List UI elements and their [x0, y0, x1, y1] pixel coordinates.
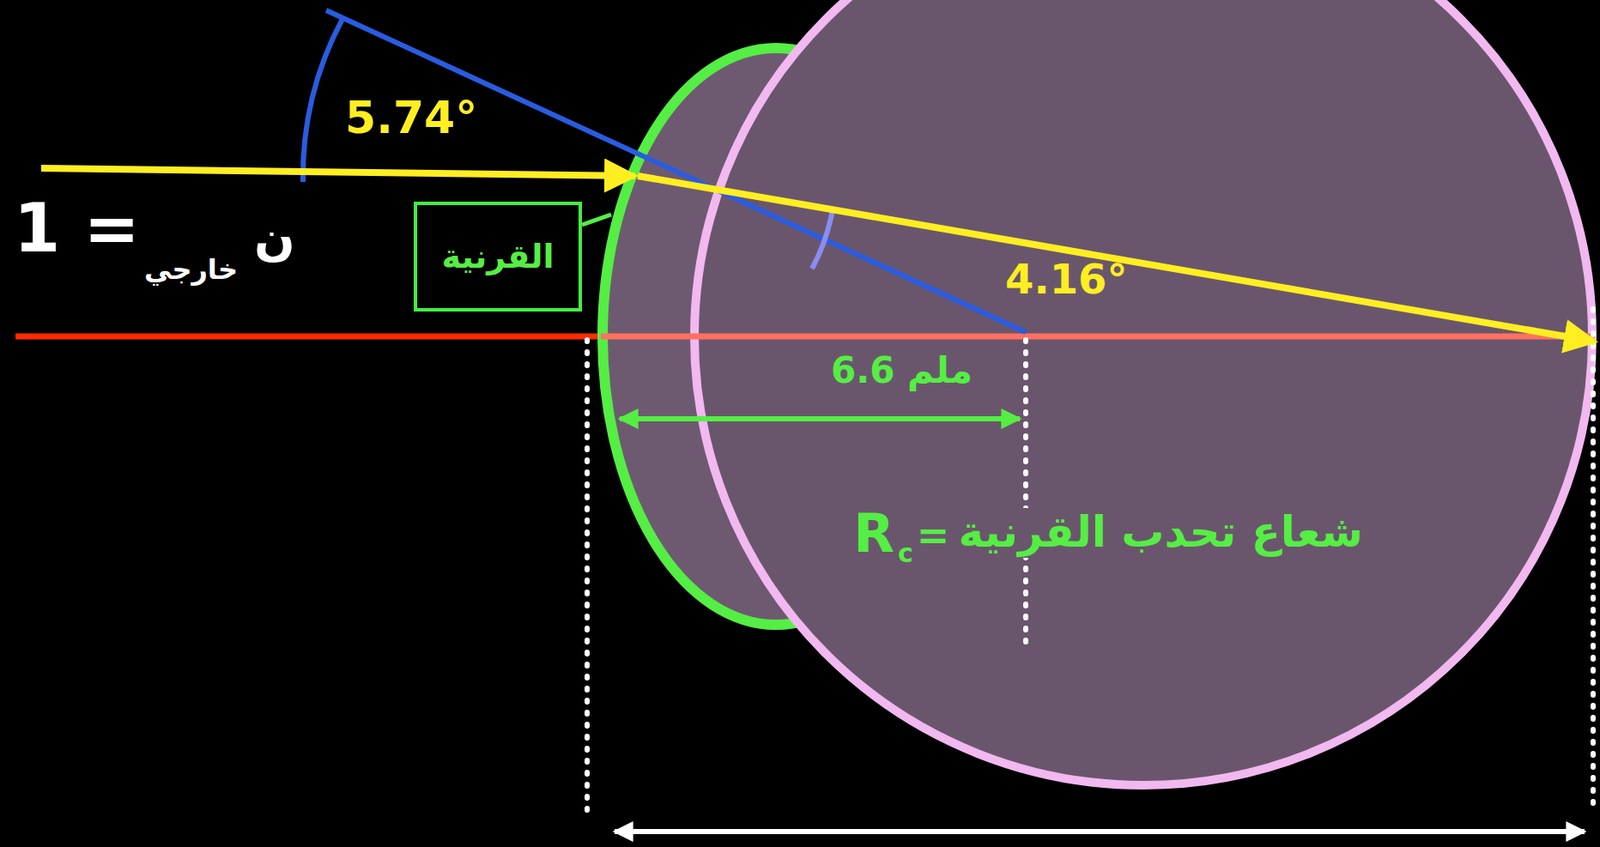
- symbol: R: [853, 503, 895, 564]
- dotted-guide: [1590, 309, 1596, 812]
- angle-value: 4.16°: [1005, 255, 1128, 304]
- definition: شعاع تحدب القرنية: [952, 508, 1369, 558]
- eye-length-dimension: [614, 829, 1585, 835]
- radius-dimension: [619, 416, 1020, 422]
- leader-line: [581, 214, 612, 225]
- angle-value: 5.74°: [345, 92, 478, 145]
- angle-arc: [303, 18, 343, 182]
- angle-arc: [812, 209, 833, 269]
- dimension: 6.6 ملم: [830, 350, 973, 392]
- equation-value: 1 =: [13, 190, 140, 268]
- refracted-ray: [637, 175, 1595, 342]
- dotted-guide: [584, 339, 590, 812]
- incident-ray: [41, 168, 636, 176]
- label-box: القرنية: [413, 201, 582, 312]
- eyeball: [694, 0, 1593, 786]
- subscript: خارجي: [144, 254, 238, 286]
- optical-axis-inside: [600, 333, 1595, 340]
- part-name: القرنية: [441, 237, 554, 276]
- dotted-guide: [1023, 339, 1029, 653]
- symbol: ن: [254, 211, 296, 267]
- subscript: c: [897, 539, 914, 570]
- symbol: =: [916, 513, 951, 559]
